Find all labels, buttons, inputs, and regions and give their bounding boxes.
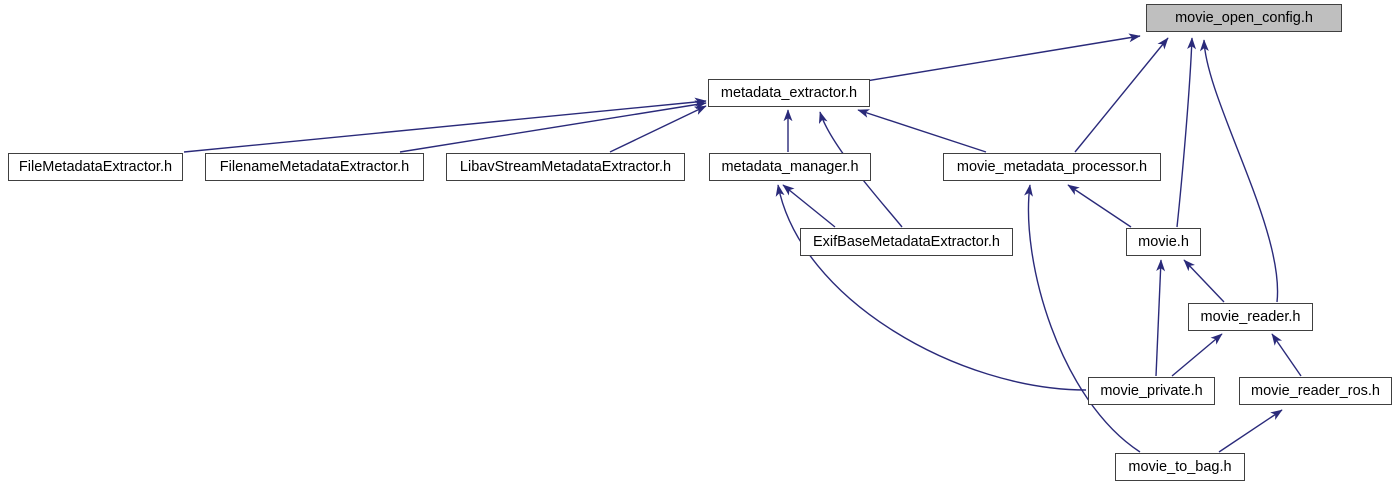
graph-node-metadata_manager[interactable]: metadata_manager.h [709,153,871,181]
graph-node-ExifBaseMetadataExtractor[interactable]: ExifBaseMetadataExtractor.h [800,228,1013,256]
graph-node-label: FileMetadataExtractor.h [18,159,173,175]
edge-movie_to_bag-to-movie_reader_ros [1218,409,1283,453]
edge-movie_metadata_processor-to-movie_open_config [1074,37,1169,153]
edge-movie_private-to-movie [1155,259,1166,377]
graph-node-label: movie_reader_ros.h [1251,383,1380,399]
graph-node-movie_reader[interactable]: movie_reader.h [1188,303,1313,331]
edge-movie_private-to-metadata_manager [775,184,1087,391]
graph-node-label: LibavStreamMetadataExtractor.h [459,159,672,175]
edge-movie_reader-to-movie_open_config [1199,39,1279,303]
graph-node-movie[interactable]: movie.h [1126,228,1201,256]
edge-LibavStreamMetadataExtractor-to-metadata_extractor [609,105,707,153]
graph-node-movie_private[interactable]: movie_private.h [1088,377,1215,405]
graph-node-label: movie_to_bag.h [1128,459,1232,475]
graph-node-label: metadata_extractor.h [720,85,858,101]
graph-node-label: movie.h [1138,234,1189,250]
graph-node-movie_open_config[interactable]: movie_open_config.h [1146,4,1342,32]
graph-node-label: movie_metadata_processor.h [956,159,1148,175]
edge-FilenameMetadataExtractor-to-metadata_extractor [399,100,707,153]
graph-node-label: metadata_manager.h [721,159,859,175]
edge-movie_to_bag-to-movie_metadata_processor [1024,184,1141,453]
edge-movie_reader_ros-to-movie_reader [1271,333,1302,377]
graph-node-label: movie_open_config.h [1175,10,1313,26]
edge-movie_reader-to-movie [1183,259,1225,303]
graph-node-movie_to_bag[interactable]: movie_to_bag.h [1115,453,1245,481]
graph-node-FileMetadataExtractor[interactable]: FileMetadataExtractor.h [8,153,183,181]
edge-movie-to-movie_metadata_processor [1067,184,1132,228]
edge-FileMetadataExtractor-to-metadata_extractor [183,97,707,153]
graph-node-movie_reader_ros[interactable]: movie_reader_ros.h [1239,377,1392,405]
edge-movie-to-movie_open_config [1176,37,1197,228]
edge-ExifBaseMetadataExtractor-to-metadata_manager [782,184,836,228]
graph-node-label: ExifBaseMetadataExtractor.h [813,234,1000,250]
edge-movie_private-to-movie_reader [1171,333,1223,377]
graph-node-FilenameMetadataExtractor[interactable]: FilenameMetadataExtractor.h [205,153,424,181]
graph-node-LibavStreamMetadataExtractor[interactable]: LibavStreamMetadataExtractor.h [446,153,685,181]
graph-node-label: movie_private.h [1100,383,1203,399]
edge-movie_metadata_processor-to-metadata_extractor [857,109,987,153]
graph-node-label: FilenameMetadataExtractor.h [219,159,410,175]
graph-node-metadata_extractor[interactable]: metadata_extractor.h [708,79,870,107]
edge-metadata_extractor-to-movie_open_config [859,33,1141,83]
graph-node-label: movie_reader.h [1200,309,1301,325]
graph-node-movie_metadata_processor[interactable]: movie_metadata_processor.h [943,153,1161,181]
